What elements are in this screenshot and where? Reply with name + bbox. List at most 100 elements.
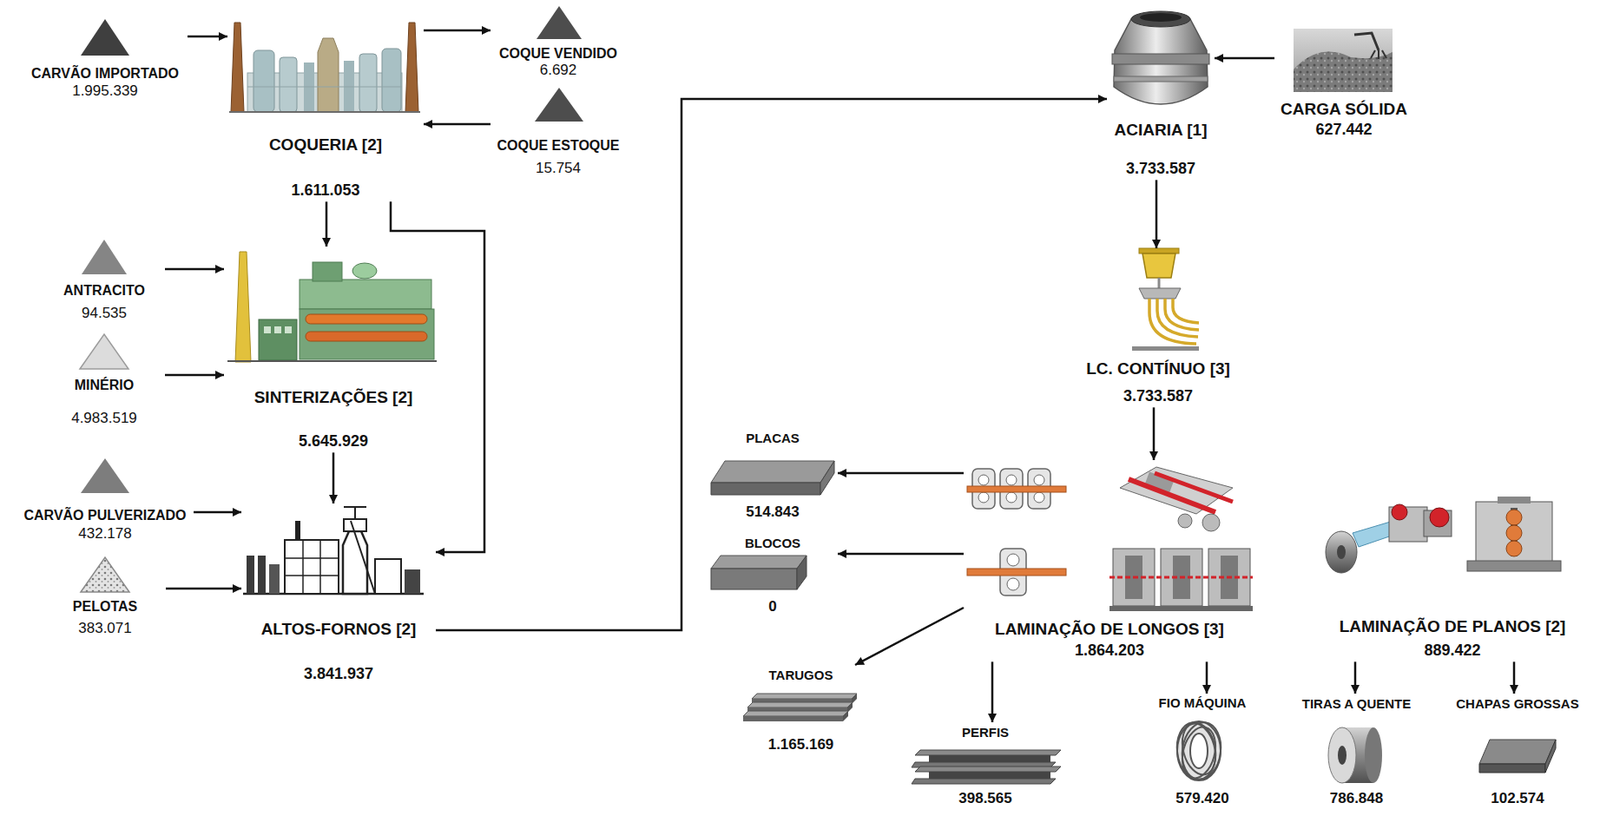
long-rolling-stands bbox=[1006, 492, 1017, 503]
continuous-caster bbox=[1142, 253, 1176, 278]
slab-icon bbox=[711, 482, 821, 495]
unit-name: FIO MÁQUINA bbox=[1158, 695, 1247, 711]
sinter-plant bbox=[299, 279, 432, 310]
long-rolling-mill bbox=[1154, 473, 1233, 502]
beam-icon bbox=[911, 750, 1061, 784]
scrap-pile-photo bbox=[1354, 32, 1379, 51]
coke-oven-plant bbox=[230, 22, 244, 112]
unit-name: LAMINAÇÃO DE PLANOS [2] bbox=[1339, 617, 1567, 637]
flow-arrow bbox=[390, 201, 485, 553]
unit-name: ANTRACITO bbox=[63, 283, 145, 299]
hot-strip-coil-icon bbox=[1364, 727, 1383, 784]
heavy-plate-icon bbox=[1479, 763, 1546, 773]
continuous-caster bbox=[1172, 298, 1199, 323]
product-item: CHAPAS GROSSAS102.574 bbox=[1445, 693, 1590, 810]
long-rolling-mill bbox=[1128, 479, 1216, 513]
hot-strip-coil-icon bbox=[1328, 727, 1383, 784]
unit-name: PERFIS bbox=[961, 724, 1009, 740]
wire-rod-coil-icon bbox=[1177, 723, 1221, 782]
tonnage-value: 0 bbox=[768, 598, 777, 616]
product-item: PLACAS 514.843 bbox=[707, 428, 838, 524]
unit-name: TARUGOS bbox=[769, 667, 834, 683]
flow-arrow bbox=[165, 587, 242, 591]
sinter-plant bbox=[352, 263, 377, 279]
flow-arrow bbox=[1513, 661, 1516, 694]
long-rolling-mill bbox=[1202, 513, 1220, 532]
sinter-plant bbox=[312, 262, 343, 282]
coal-pile-icon bbox=[80, 19, 130, 56]
flow-arrow bbox=[991, 661, 995, 723]
flat-rolling-mill bbox=[1475, 501, 1553, 563]
flow-arrow bbox=[837, 472, 964, 475]
flow-arrow bbox=[187, 35, 228, 39]
tonnage-value: 94.535 bbox=[81, 304, 127, 323]
long-rolling-stands bbox=[967, 568, 1067, 576]
raw-material-pile: PELOTAS383.071 bbox=[44, 555, 166, 640]
unit-name: CARVÃO IMPORTADO bbox=[31, 65, 179, 82]
coke-oven-plant bbox=[279, 57, 297, 112]
anthracite-pile-icon bbox=[81, 239, 127, 275]
long-rolling-stands bbox=[1033, 474, 1045, 486]
converter-vessel bbox=[1113, 76, 1208, 82]
long-rolling-mill bbox=[1109, 576, 1253, 580]
coal-pile-icon bbox=[80, 458, 130, 494]
flat-rolling-mill bbox=[1506, 509, 1522, 526]
process-unit: LAMINAÇÃO DE PLANOS [2]889.422 bbox=[1315, 493, 1590, 662]
unit-name: CHAPAS GROSSAS bbox=[1455, 696, 1579, 712]
blast-furnace-plant bbox=[342, 531, 368, 594]
billet-icon bbox=[842, 711, 849, 722]
ore-pile-icon bbox=[79, 334, 129, 369]
long-rolling-mill bbox=[1109, 467, 1253, 612]
flow-arrow bbox=[423, 123, 491, 126]
tonnage-value: 1.611.053 bbox=[290, 181, 360, 200]
flow-arrow bbox=[332, 452, 336, 504]
blast-furnace-plant bbox=[243, 506, 424, 594]
blast-furnace-plant bbox=[343, 506, 367, 520]
raw-material-pile: COQUE ESTOQUE15.754 bbox=[490, 85, 626, 180]
sinter-plant bbox=[263, 326, 271, 334]
flow-arrow bbox=[435, 98, 1107, 631]
unit-name: PLACAS bbox=[745, 430, 800, 446]
tonnage-value: 786.848 bbox=[1330, 790, 1383, 808]
continuous-caster bbox=[1157, 298, 1199, 337]
flow-arrow bbox=[1155, 179, 1159, 249]
tonnage-value: 514.843 bbox=[745, 503, 799, 521]
bloom-icon bbox=[711, 568, 797, 590]
long-rolling-stands bbox=[1006, 474, 1017, 486]
tonnage-value: 5.645.929 bbox=[298, 432, 369, 451]
bloom-icon bbox=[711, 555, 807, 569]
slab-icon bbox=[820, 460, 835, 495]
continuous-caster bbox=[1132, 248, 1199, 351]
unit-name: SINTERIZAÇÕES [2] bbox=[254, 388, 414, 408]
flat-rolling-mill bbox=[1467, 560, 1561, 572]
long-rolling-mill bbox=[1119, 467, 1233, 514]
long-rolling-stands bbox=[967, 468, 1067, 596]
coke-oven-plant bbox=[247, 86, 402, 88]
tonnage-value: 3.841.937 bbox=[303, 665, 374, 684]
tonnage-value: 432.178 bbox=[78, 525, 132, 543]
tonnage-value: 4.983.519 bbox=[71, 409, 138, 428]
flow-arrow bbox=[164, 268, 224, 271]
product-item: TARUGOS1.165.169 bbox=[737, 665, 864, 757]
pellet-pile-icon bbox=[80, 557, 130, 593]
process-unit: ACIARIA [1]3.733.587 bbox=[1106, 3, 1215, 180]
slab-icon bbox=[711, 460, 835, 495]
heavy-plate-icon bbox=[1545, 739, 1556, 773]
coke-pile-icon bbox=[536, 6, 582, 40]
coke-oven-plant bbox=[253, 50, 275, 112]
flow-arrows bbox=[164, 30, 1515, 723]
scrap-pile-photo bbox=[1293, 52, 1393, 93]
unit-name: COQUERIA [2] bbox=[269, 135, 382, 155]
coke-oven-plant bbox=[317, 38, 339, 112]
long-rolling-stands bbox=[1007, 578, 1020, 591]
sinter-plant bbox=[227, 360, 437, 363]
tonnage-value: 627.442 bbox=[1315, 120, 1372, 139]
beam-icon bbox=[928, 755, 1051, 763]
beam-icon bbox=[911, 750, 1061, 768]
raw-material-pile: ANTRACITO 94.535 bbox=[43, 237, 165, 325]
flat-rolling-mill bbox=[1429, 507, 1449, 527]
flow-arrow bbox=[164, 374, 224, 377]
product-item: TIRAS A QUENTE786.848 bbox=[1293, 693, 1420, 810]
billet-icon bbox=[743, 716, 843, 722]
